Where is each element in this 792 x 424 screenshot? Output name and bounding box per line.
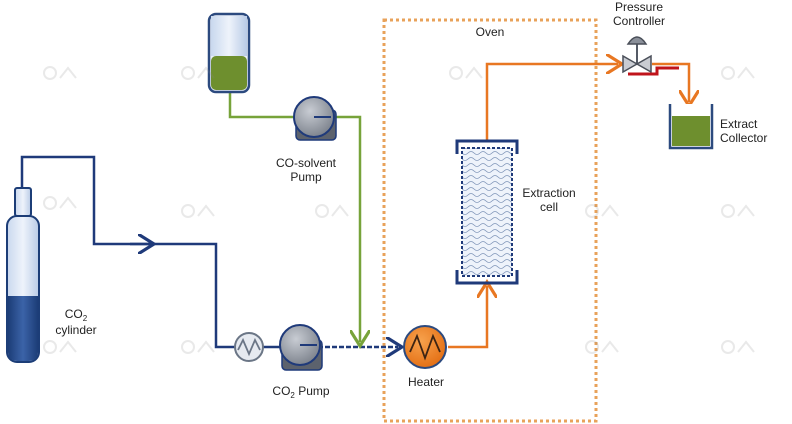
cosolvent-line-to-pump — [228, 92, 296, 119]
oven-label: Oven — [475, 25, 505, 39]
extract-collector-line2: Collector — [720, 131, 768, 145]
logo-icon — [314, 200, 354, 222]
co2-pump-prefix: CO — [272, 384, 291, 398]
co2-cylinder-prefix: CO — [64, 307, 83, 321]
cosolvent-reservoir — [207, 12, 251, 94]
co2-cylinder-label: CO2 cylinder — [46, 307, 106, 337]
extract-collector-icon — [668, 104, 714, 150]
cosolvent-line-to-mix — [336, 115, 360, 342]
logo-icon — [584, 336, 624, 358]
logo-icon — [720, 62, 760, 84]
logo-icon — [42, 192, 82, 214]
extraction-cell-line1: Extraction — [522, 186, 576, 200]
cosolvent-pump-line1: CO-solvent — [275, 156, 337, 170]
cosolvent-pump-label: CO-solvent Pump — [266, 156, 346, 184]
logo-icon — [720, 336, 760, 358]
logo-icon — [42, 62, 82, 84]
heater-label: Heater — [407, 375, 445, 389]
logo-icon — [180, 336, 220, 358]
logo-icon — [584, 200, 624, 222]
extraction-cell-label: Extraction cell — [514, 186, 584, 214]
heater-icon — [403, 325, 447, 369]
co2-pump-sub: 2 — [290, 391, 295, 400]
co2-feed-line — [20, 155, 236, 349]
logo-icon — [448, 62, 488, 84]
extract-collector-label: Extract Collector — [720, 117, 790, 145]
extract-collector-line1: Extract — [720, 117, 758, 131]
logo-icon — [180, 200, 220, 222]
cell-outlet-line — [485, 64, 618, 140]
co2-cylinder-line1: CO2 — [46, 307, 106, 323]
heated-line-to-cell — [448, 286, 487, 349]
heat-exchanger-icon — [234, 332, 264, 362]
logo-icon — [720, 200, 760, 222]
pressure-controller-label: Pressure Controller — [603, 0, 675, 28]
extraction-cell-line2: cell — [539, 200, 558, 214]
co2-cylinder-line2: cylinder — [55, 323, 97, 337]
pressure-controller-line1: Pressure — [614, 0, 664, 14]
logo-icon — [42, 336, 82, 358]
cosolvent-pump-icon — [293, 96, 337, 141]
cosolvent-pump-line2: Pump — [290, 170, 322, 184]
co2-pump-icon — [279, 324, 323, 371]
co2-cylinder-sub: 2 — [82, 314, 88, 323]
co2-pump-label: CO2 Pump — [256, 384, 346, 400]
extraction-cell-icon — [455, 139, 519, 285]
collector-line — [652, 62, 689, 102]
logo-icon — [180, 62, 220, 84]
pressure-valve-icon[interactable] — [622, 36, 679, 76]
co2-pump-suffix: Pump — [294, 384, 330, 398]
co2-cylinder — [6, 187, 40, 363]
pressure-controller-line2: Controller — [612, 14, 666, 28]
